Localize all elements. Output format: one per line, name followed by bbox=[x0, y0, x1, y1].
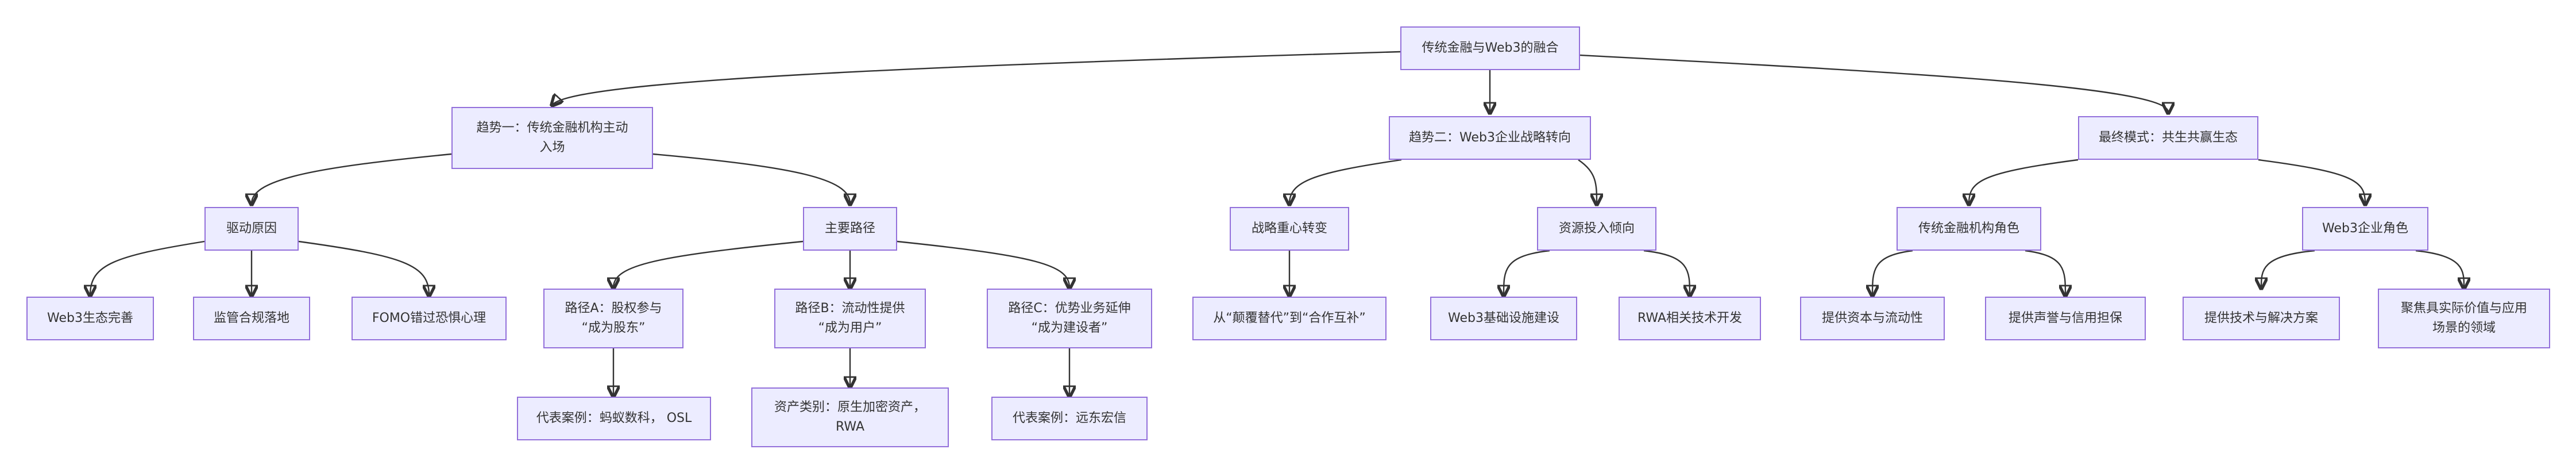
node-focus-item: 从“颠覆替代”到“合作互补” bbox=[1192, 297, 1387, 340]
edge-root-final bbox=[1579, 54, 2168, 112]
node-drivers-label: 驱动原因 bbox=[226, 221, 277, 236]
node-tradfi-capital-label: 提供资本与流动性 bbox=[1821, 311, 1923, 325]
node-path-b-example-line1: 资产类别：原生加密资产， bbox=[774, 400, 926, 414]
edge-drivers-item1 bbox=[90, 240, 205, 295]
node-tradfi-credit: 提供声誉与信用担保 bbox=[1985, 297, 2146, 340]
node-paths: 主要路径 bbox=[803, 207, 897, 251]
edge-root-trend1 bbox=[553, 51, 1401, 105]
node-tradfi-capital: 提供资本与流动性 bbox=[1800, 297, 1945, 340]
edge-final-web3 bbox=[2258, 159, 2365, 204]
node-root: 传统金融与Web3的融合 bbox=[1400, 26, 1580, 70]
node-drivers: 驱动原因 bbox=[204, 207, 299, 251]
node-web3-value: 聚焦具实际价值与应用 场景的领域 bbox=[2378, 289, 2550, 348]
node-root-label: 传统金融与Web3的融合 bbox=[1422, 41, 1559, 55]
node-path-b-line2: “成为用户” bbox=[818, 321, 882, 335]
node-paths-label: 主要路径 bbox=[824, 221, 875, 236]
node-invest-infra: Web3基础设施建设 bbox=[1430, 297, 1577, 340]
edge-trend2-focus bbox=[1289, 159, 1402, 204]
node-driver-regulation-label: 监管合规落地 bbox=[213, 311, 289, 325]
edge-trend1-drivers bbox=[252, 153, 452, 204]
node-path-b-example-line2: RWA bbox=[836, 420, 864, 434]
node-web3-value-line2: 场景的领域 bbox=[2432, 321, 2496, 335]
node-invest-rwa: RWA相关技术开发 bbox=[1619, 297, 1761, 340]
edge-tradfi-item1 bbox=[1872, 249, 1913, 295]
edge-drivers-item3 bbox=[298, 240, 429, 295]
node-driver-ecosystem: Web3生态完善 bbox=[26, 297, 154, 340]
edge-trend2-invest bbox=[1578, 159, 1597, 204]
node-path-c-line2: “成为建设者” bbox=[1031, 321, 1108, 335]
node-path-a-line1: 路径A：股权参与 bbox=[565, 301, 662, 316]
node-driver-fomo: FOMO错过恐惧心理 bbox=[352, 297, 507, 340]
node-tradfi-credit-label: 提供声誉与信用担保 bbox=[2008, 311, 2122, 325]
node-final: 最终模式：共生共赢生态 bbox=[2078, 116, 2258, 160]
node-web3-tech-label: 提供技术与解决方案 bbox=[2204, 311, 2318, 325]
node-trend1: 趋势一：传统金融机构主动 入场 bbox=[451, 107, 653, 169]
node-focus-label: 战略重心转变 bbox=[1251, 221, 1327, 236]
node-driver-ecosystem-label: Web3生态完善 bbox=[47, 311, 133, 325]
edge-invest-item2 bbox=[1643, 249, 1690, 295]
node-tradfi-role-label: 传统金融机构角色 bbox=[1918, 221, 2019, 236]
node-path-b-example: 资产类别：原生加密资产， RWA bbox=[751, 387, 949, 447]
edge-invest-item1 bbox=[1504, 249, 1550, 295]
edge-paths-c bbox=[897, 240, 1069, 287]
node-focus: 战略重心转变 bbox=[1230, 207, 1349, 251]
edge-final-tradfi bbox=[1969, 159, 2079, 204]
node-trend1-line1: 趋势一：传统金融机构主动 bbox=[476, 121, 628, 135]
node-path-a-example-label: 代表案例：蚂蚁数科， OSL bbox=[536, 411, 692, 425]
node-path-a-example: 代表案例：蚂蚁数科， OSL bbox=[517, 397, 711, 440]
node-web3-role-label: Web3企业角色 bbox=[2322, 221, 2408, 236]
node-path-c: 路径C：优势业务延伸 “成为建设者” bbox=[987, 289, 1152, 348]
node-path-b: 路径B：流动性提供 “成为用户” bbox=[774, 289, 926, 348]
node-path-a: 路径A：股权参与 “成为股东” bbox=[543, 289, 683, 348]
edge-web3-item1 bbox=[2261, 249, 2315, 287]
node-focus-item-label: 从“颠覆替代”到“合作互补” bbox=[1213, 311, 1366, 325]
node-invest: 资源投入倾向 bbox=[1537, 207, 1656, 251]
node-invest-infra-label: Web3基础设施建设 bbox=[1448, 311, 1559, 325]
edge-web3-item2 bbox=[2415, 249, 2464, 287]
edge-trend1-paths bbox=[652, 153, 850, 204]
node-tradfi-role: 传统金融机构角色 bbox=[1897, 207, 2041, 251]
node-invest-rwa-label: RWA相关技术开发 bbox=[1637, 311, 1742, 325]
edge-paths-a bbox=[613, 240, 804, 287]
node-final-label: 最终模式：共生共赢生态 bbox=[2098, 130, 2238, 145]
node-path-c-example-label: 代表案例：远东宏信 bbox=[1012, 411, 1126, 425]
node-path-c-line1: 路径C：优势业务延伸 bbox=[1008, 301, 1131, 316]
edge-tradfi-item2 bbox=[2025, 249, 2065, 295]
node-driver-fomo-label: FOMO错过恐惧心理 bbox=[372, 311, 486, 325]
node-web3-tech: 提供技术与解决方案 bbox=[2183, 297, 2340, 340]
node-trend2-label: 趋势二：Web3企业战略转向 bbox=[1409, 130, 1571, 145]
node-invest-label: 资源投入倾向 bbox=[1558, 221, 1635, 236]
node-trend2: 趋势二：Web3企业战略转向 bbox=[1389, 116, 1591, 160]
node-path-b-line1: 路径B：流动性提供 bbox=[795, 301, 905, 316]
node-web3-value-line1: 聚焦具实际价值与应用 bbox=[2400, 301, 2527, 316]
node-path-c-example: 代表案例：远东宏信 bbox=[991, 397, 1148, 440]
node-driver-regulation: 监管合规落地 bbox=[193, 297, 310, 340]
node-web3-role: Web3企业角色 bbox=[2302, 207, 2428, 251]
node-path-a-line2: “成为股东” bbox=[581, 321, 646, 335]
node-trend1-line2: 入场 bbox=[539, 140, 565, 155]
